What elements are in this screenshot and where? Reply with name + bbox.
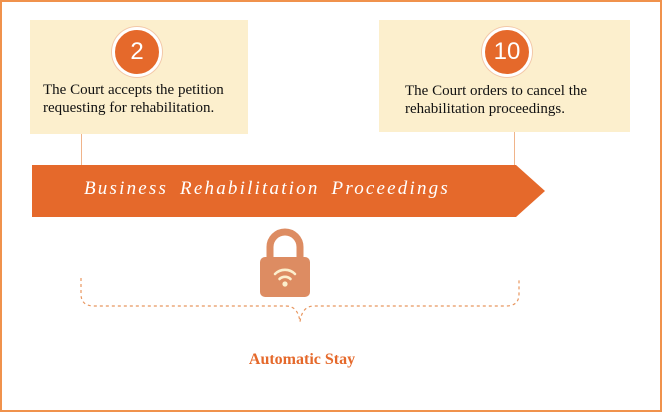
step-description: The Court orders to cancel the rehabilit… (405, 83, 588, 117)
step-card-2: 2 The Court accepts the petition request… (30, 20, 248, 134)
step-description: The Court accepts the petition requestin… (43, 82, 224, 116)
automatic-stay-label: Automatic Stay (248, 351, 356, 368)
automatic-stay-bracket (80, 278, 520, 323)
connector-line-left (81, 134, 82, 166)
step-number-badge: 10 (482, 27, 532, 77)
step-card-10: 10 The Court orders to cancel the rehabi… (379, 20, 630, 132)
timeline-arrow (32, 165, 545, 217)
connector-line-right (514, 132, 515, 166)
padlock-icon (260, 228, 310, 297)
step-number-badge: 2 (112, 27, 162, 77)
timeline-label: Business Rehabilitation Proceedings (84, 178, 450, 199)
